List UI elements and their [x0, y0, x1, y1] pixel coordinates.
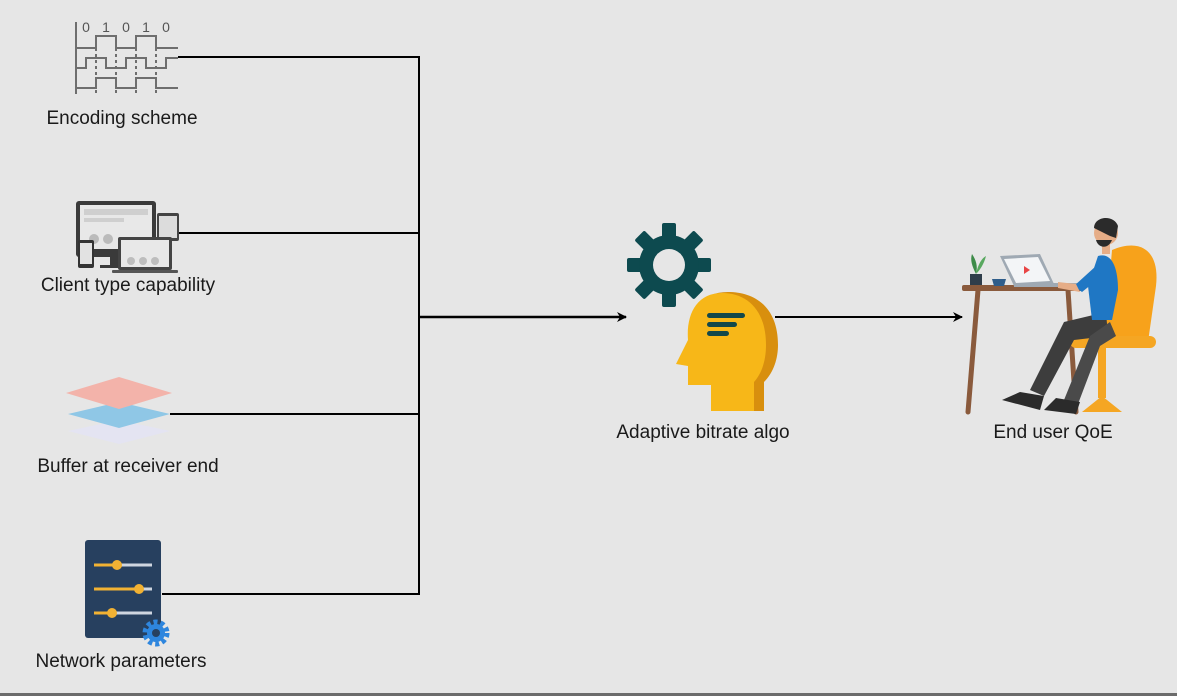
- settings-panel-icon: [85, 540, 170, 647]
- multi-device-icon: [76, 201, 179, 273]
- head-icon: [676, 292, 778, 411]
- user-at-laptop-icon: [962, 217, 1157, 415]
- stacked-layers-icon: [66, 377, 172, 444]
- adaptive-bitrate-label: Adaptive bitrate algo: [616, 422, 790, 443]
- connectors: [162, 56, 963, 595]
- bit-label: 0: [82, 19, 90, 35]
- encoding-scheme-label: Encoding scheme: [46, 108, 198, 129]
- end-user-qoe-label: End user QoE: [993, 422, 1113, 443]
- bit-label: 1: [142, 19, 150, 35]
- bit-label: 0: [162, 19, 170, 35]
- buffer-label: Buffer at receiver end: [37, 456, 219, 477]
- client-type-label: Client type capability: [40, 275, 216, 296]
- bit-label: 1: [102, 19, 110, 35]
- square-wave-icon: 0 1 0 1 0: [75, 19, 178, 94]
- network-parameters-label: Network parameters: [35, 651, 207, 672]
- bottom-border: [0, 693, 1177, 696]
- bit-label: 0: [122, 19, 130, 35]
- small-gear-icon: [142, 619, 170, 647]
- gear-icon: [627, 223, 711, 307]
